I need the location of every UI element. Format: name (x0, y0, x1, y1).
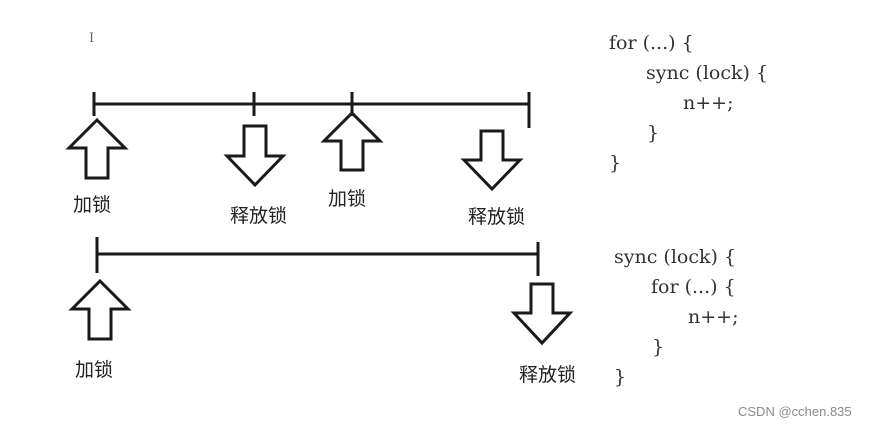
code-line: n++; (683, 92, 734, 114)
code-line: } (647, 122, 660, 144)
lock-up-arrow (65, 117, 129, 180)
release-down-arrow (510, 282, 574, 346)
text-cursor-icon: I (89, 31, 95, 46)
lock-label: 加锁 (328, 188, 367, 210)
release-lock-label: 释放锁 (230, 205, 288, 227)
code-line: for (...) { (609, 32, 694, 54)
code-line: sync (lock) { (614, 246, 737, 268)
code-line: } (652, 336, 665, 358)
lock-up-arrow (320, 110, 384, 172)
lock-label: 加锁 (75, 359, 114, 381)
watermark: CSDN @cchen.835 (738, 404, 852, 419)
release-down-arrow (460, 129, 524, 192)
release-lock-label: 释放锁 (468, 206, 526, 228)
code-line: } (609, 152, 622, 174)
lock-label: 加锁 (73, 194, 112, 216)
release-lock-label: 释放锁 (519, 364, 577, 386)
release-down-arrow (223, 124, 287, 188)
lock-up-arrow (68, 278, 132, 341)
code-line: } (614, 366, 627, 388)
code-line: n++; (688, 306, 739, 328)
code-line: for (...) { (651, 276, 736, 298)
code-line: sync (lock) { (646, 62, 769, 84)
